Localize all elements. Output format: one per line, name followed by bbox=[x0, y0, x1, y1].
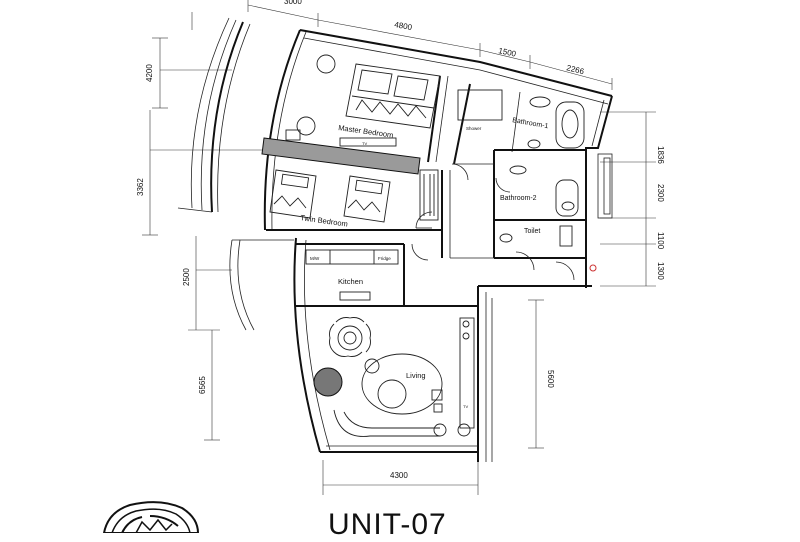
dim-top-2266: 2266 bbox=[566, 63, 586, 76]
wc-3 bbox=[499, 233, 513, 243]
dim-top-1500: 1500 bbox=[498, 46, 518, 59]
plant-2 bbox=[457, 423, 471, 437]
basin-2 bbox=[509, 165, 527, 175]
dim-left-4200: 4200 bbox=[145, 64, 154, 82]
door-twin bbox=[415, 211, 433, 229]
wc-1 bbox=[527, 139, 541, 149]
master-tv-label: TV bbox=[362, 141, 367, 146]
coffee-table bbox=[377, 379, 407, 409]
mw-label: M/W bbox=[310, 256, 320, 261]
side-cushion-2 bbox=[433, 403, 443, 413]
sofa-seat bbox=[343, 411, 440, 429]
shower-tray bbox=[457, 89, 503, 121]
dim-left-3362: 3362 bbox=[136, 178, 145, 196]
kitchen-island bbox=[339, 291, 371, 301]
shower-basin-2 bbox=[555, 179, 579, 217]
twin-bed-2 bbox=[343, 175, 391, 223]
dimension-lines bbox=[142, 0, 656, 495]
label-living: Living bbox=[406, 371, 426, 380]
partition-band bbox=[261, 137, 421, 175]
toilet-basin bbox=[559, 225, 573, 247]
label-master-bedroom: Master Bedroom bbox=[338, 123, 394, 140]
kitchen-counter bbox=[305, 249, 399, 265]
door-entry bbox=[555, 261, 575, 281]
fridge-label: Fridge bbox=[378, 256, 391, 261]
living-tv-unit bbox=[459, 317, 475, 429]
wc-2 bbox=[561, 201, 575, 211]
dim-bottom-4300: 4300 bbox=[390, 471, 408, 480]
dining-set bbox=[329, 317, 371, 357]
label-bathroom-2: Bathroom-2 bbox=[500, 195, 537, 202]
basin-1 bbox=[529, 96, 551, 108]
entry-marker bbox=[589, 264, 597, 272]
furniture: TV M/W Fridge bbox=[269, 54, 585, 437]
dim-right-1300: 1300 bbox=[656, 262, 665, 280]
door-kitchen bbox=[411, 243, 429, 261]
door-master bbox=[451, 163, 469, 181]
doors bbox=[411, 163, 597, 281]
dimension-labels: 3000 4800 1500 2266 4200 3362 2500 6565 … bbox=[136, 0, 665, 480]
master-bed bbox=[345, 63, 441, 129]
dim-left-6565: 6565 bbox=[198, 376, 207, 394]
door-toilet bbox=[515, 251, 535, 271]
rug bbox=[361, 353, 443, 415]
developer-logo-emblem bbox=[102, 501, 200, 533]
label-twin-bedroom: Twin Bedroom bbox=[300, 213, 349, 229]
sofa-back bbox=[333, 409, 440, 437]
label-shower: Shower bbox=[466, 126, 482, 131]
side-cushion-1 bbox=[431, 389, 443, 401]
wardrobe bbox=[419, 169, 439, 221]
label-kitchen: Kitchen bbox=[338, 277, 363, 286]
label-toilet: Toilet bbox=[524, 228, 540, 235]
living-tv-label: TV bbox=[463, 404, 468, 409]
interior-walls bbox=[261, 75, 586, 307]
dim-top-partial: 3000 bbox=[284, 0, 302, 6]
dim-right-5600: 5600 bbox=[546, 370, 555, 388]
dim-left-2500: 2500 bbox=[182, 268, 191, 286]
bathtub bbox=[555, 101, 585, 149]
label-bathroom-1: Bathroom-1 bbox=[512, 117, 549, 130]
twin-bed-1 bbox=[269, 169, 317, 219]
dim-right-1100: 1100 bbox=[656, 232, 665, 250]
plant-1 bbox=[433, 423, 447, 437]
dim-top-4800: 4800 bbox=[394, 20, 414, 32]
master-tv-unit bbox=[339, 137, 397, 147]
dim-right-2300: 2300 bbox=[656, 184, 665, 202]
door-bath2 bbox=[495, 177, 511, 193]
master-armchair-1 bbox=[316, 54, 336, 74]
dim-right-1836: 1836 bbox=[656, 146, 665, 164]
unit-title: UNIT-07 bbox=[328, 508, 447, 541]
living-armchair-1 bbox=[364, 358, 380, 374]
round-table bbox=[313, 367, 343, 397]
master-armchair-2 bbox=[296, 116, 316, 136]
side-table bbox=[285, 129, 301, 141]
exterior-walls bbox=[177, 17, 613, 462]
